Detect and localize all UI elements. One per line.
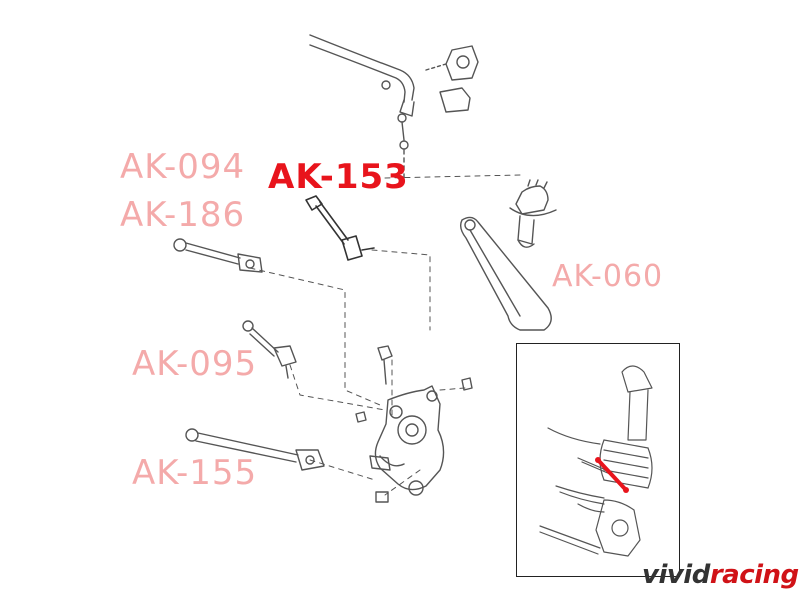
- inset-knuckle: [595, 499, 641, 557]
- toe-arm: [242, 320, 297, 379]
- sway-bar-bushing: [425, 45, 479, 113]
- sway-bar: [309, 34, 415, 117]
- inset-highlight-arm: [596, 458, 628, 492]
- inset-spring: [599, 439, 653, 489]
- lower-control-arm: [173, 238, 263, 273]
- knuckle-bolts: [355, 377, 473, 503]
- label-ak186: AK-186: [120, 195, 246, 235]
- endlink: [397, 113, 409, 181]
- label-ak060: AK-060: [552, 259, 664, 294]
- inset-strut-top: [621, 365, 653, 441]
- upper-camber-arm: [305, 195, 375, 261]
- rear-lateral-arm: [185, 428, 325, 471]
- label-ak155: AK-155: [132, 453, 258, 493]
- label-ak095: AK-095: [132, 344, 258, 384]
- inset-assembly: [539, 365, 653, 557]
- brand-logo-accent: racing: [709, 560, 799, 590]
- inset-frame: [516, 343, 680, 577]
- label-ak153: AK-153: [268, 157, 409, 197]
- knuckle: [369, 385, 445, 496]
- inset-highlight-ends: [595, 457, 629, 493]
- inset-arms: [539, 427, 611, 555]
- shock-absorber: [509, 179, 557, 248]
- brand-logo-main: vivid: [642, 560, 710, 590]
- brand-logo: vividracing: [642, 560, 799, 590]
- trailing-arm: [459, 216, 552, 331]
- adjustment-bolt: [377, 345, 393, 385]
- label-ak094: AK-094: [120, 147, 246, 187]
